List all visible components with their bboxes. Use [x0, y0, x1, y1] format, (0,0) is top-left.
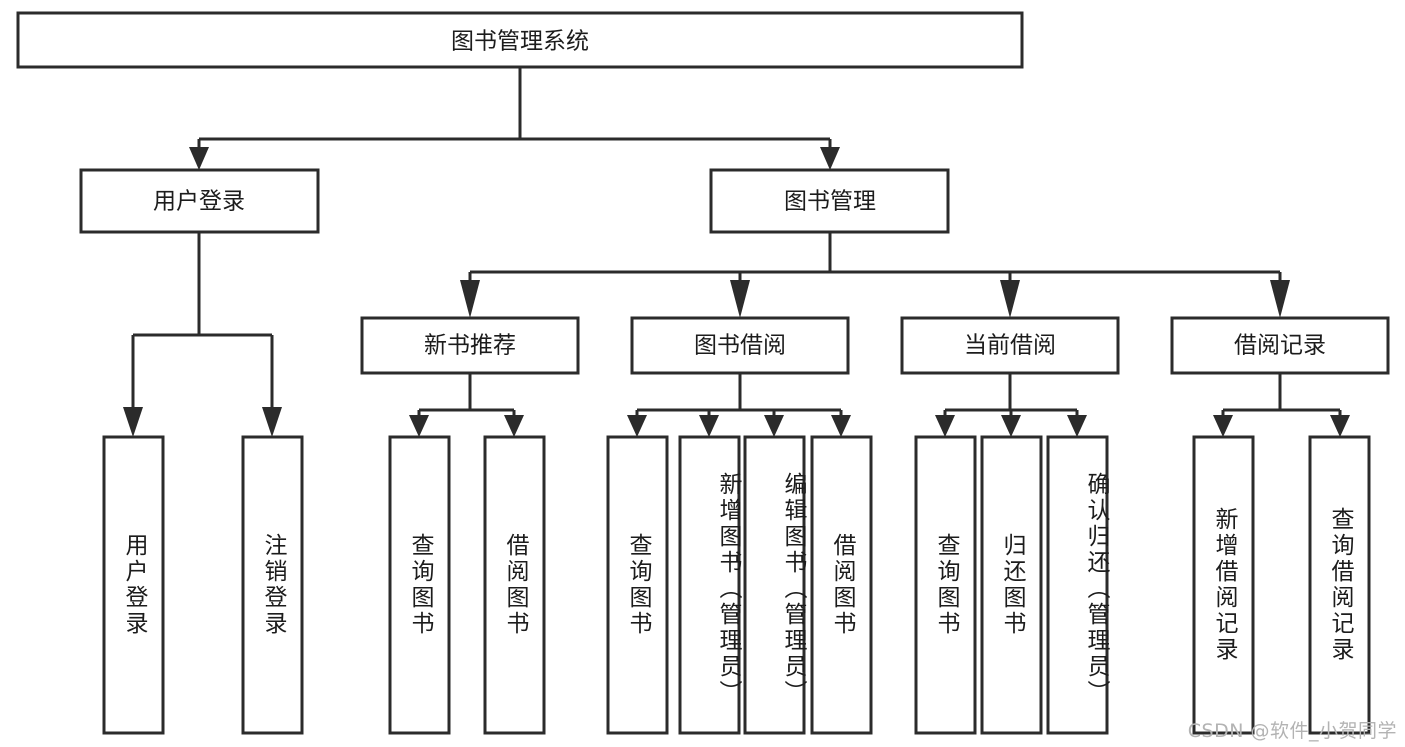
arrowhead-borrow-record — [1270, 280, 1290, 318]
leaf-box-bb-borrow[interactable] — [810, 435, 873, 735]
arrowhead-current-borrow — [1000, 280, 1020, 318]
arrowhead-cb-confirm — [1067, 415, 1087, 437]
arrowhead-br-add — [1213, 415, 1233, 437]
node-new-book-label: 新书推荐 — [424, 333, 516, 359]
node-book-manage-box[interactable] — [709, 168, 950, 234]
arrowhead-bb-add — [699, 415, 719, 437]
node-root-box[interactable] — [16, 11, 1024, 69]
node-borrow-record-label: 借阅记录 — [1234, 333, 1326, 359]
arrowhead-new-book — [460, 280, 480, 318]
leaf-box-bb-add[interactable] — [678, 435, 741, 735]
node-current-borrow-label: 当前借阅 — [964, 333, 1056, 359]
arrowhead-bb-query — [627, 415, 647, 437]
leaf-box-group — [102, 435, 1371, 735]
watermark-label: CSDN @软件_小贺同学 — [1187, 720, 1397, 742]
leaf-box-nb-query[interactable] — [388, 435, 451, 735]
arrowhead-book-manage — [820, 147, 840, 170]
node-root-label: 图书管理系统 — [451, 29, 589, 55]
node-book-manage-label: 图书管理 — [784, 189, 876, 215]
arrowhead-user-login — [189, 147, 209, 170]
connector-group — [123, 67, 1350, 437]
leaf-box-user-login[interactable] — [102, 435, 165, 735]
node-new-book[interactable]: 新书推荐 — [360, 316, 580, 375]
arrowhead-br-query — [1330, 415, 1350, 437]
leaf-box-nb-borrow[interactable] — [483, 435, 546, 735]
leaf-box-br-add[interactable] — [1192, 435, 1255, 735]
leaf-box-cb-confirm[interactable] — [1046, 435, 1109, 735]
arrowhead-leaf-logout — [262, 407, 282, 437]
leaf-box-cb-query[interactable] — [914, 435, 977, 735]
arrowhead-leaf-user-login — [123, 407, 143, 437]
node-book-borrow[interactable]: 图书借阅 — [630, 316, 850, 375]
arrowhead-nb-query — [409, 415, 429, 437]
arrowhead-nb-borrow — [504, 415, 524, 437]
leaf-box-logout[interactable] — [241, 435, 304, 735]
leaf-box-bb-query[interactable] — [606, 435, 669, 735]
node-book-manage[interactable]: 图书管理 — [709, 168, 950, 234]
leaf-box-br-query[interactable] — [1308, 435, 1371, 735]
node-user-login-label: 用户登录 — [153, 189, 245, 215]
node-new-book-box[interactable] — [360, 316, 580, 375]
arrowhead-cb-query — [935, 415, 955, 437]
arrowhead-bb-borrow — [831, 415, 851, 437]
leaf-box-bb-edit[interactable] — [743, 435, 806, 735]
arrowhead-bb-edit — [764, 415, 784, 437]
node-book-borrow-box[interactable] — [630, 316, 850, 375]
leaf-box-cb-return[interactable] — [980, 435, 1043, 735]
node-user-login[interactable]: 用户登录 — [79, 168, 320, 234]
node-root[interactable]: 图书管理系统 — [16, 11, 1024, 69]
node-current-borrow-box[interactable] — [900, 316, 1120, 375]
arrowhead-cb-return — [1001, 415, 1021, 437]
node-borrow-record-box[interactable] — [1170, 316, 1390, 375]
node-borrow-record[interactable]: 借阅记录 — [1170, 316, 1390, 375]
node-current-borrow[interactable]: 当前借阅 — [900, 316, 1120, 375]
node-book-borrow-label: 图书借阅 — [694, 333, 786, 359]
arrowhead-book-borrow — [730, 280, 750, 318]
node-user-login-box[interactable] — [79, 168, 320, 234]
